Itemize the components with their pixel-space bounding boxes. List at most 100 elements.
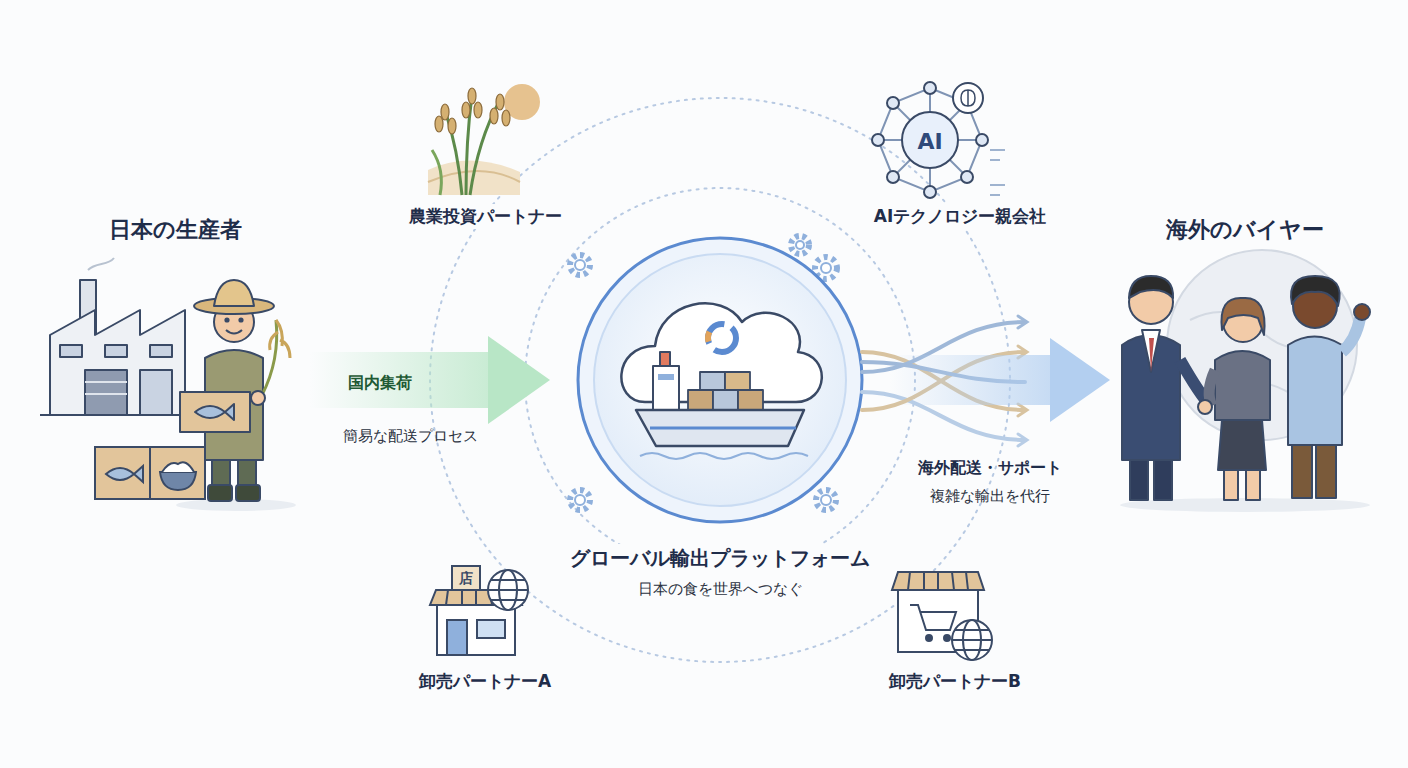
rice-icon (432, 150, 441, 195)
buyers-figures (1149, 338, 1154, 372)
factory-icon (85, 370, 127, 415)
farmer-figure (262, 320, 277, 395)
ai-network-icon (961, 90, 975, 106)
partner-node: 卸売パートナーB (860, 560, 1050, 700)
gear-icon (821, 263, 831, 273)
ai-network-icon (872, 82, 1005, 198)
cart-shop-icon (944, 635, 950, 641)
cart-shop-icon (908, 572, 968, 590)
shop-icon (437, 605, 515, 655)
ai-network-icon (990, 184, 1005, 186)
arrow-head (1050, 338, 1110, 422)
sign-text: 店 (459, 570, 473, 588)
shop-icon (491, 579, 525, 581)
buyers-figures (1154, 455, 1172, 500)
shop-icon (491, 599, 525, 601)
factory-icon (50, 310, 185, 415)
platform-node: グローバル輸出プラットフォーム日本の食を世界へつなぐ (550, 236, 890, 606)
arrow-shaft (890, 355, 1050, 405)
platform-hub (594, 254, 846, 506)
platform-hub (636, 410, 804, 446)
product-boxes (95, 447, 205, 499)
platform-hub (708, 324, 736, 352)
platform-hub (658, 374, 674, 380)
buyers-figures (1292, 440, 1312, 498)
farmer-figure (226, 330, 242, 334)
node-heading: AIテクノロジー親会社 (869, 204, 1051, 229)
gear-icon (816, 490, 836, 510)
gear-icon (575, 260, 585, 270)
rice-icon (428, 84, 540, 195)
buyers-figures (1198, 400, 1212, 414)
node-heading: 卸売パートナーA (414, 669, 556, 694)
buyer-node: 海外のバイヤー (1110, 210, 1380, 510)
node-heading: 卸売パートナーB (884, 669, 1026, 694)
arrow-shaft (310, 352, 488, 408)
icon-text: AI (917, 129, 942, 154)
process-note: 複雑な輸出を代行 (930, 487, 1050, 506)
shop-icon (452, 566, 480, 590)
rice-icon (496, 94, 504, 110)
shop-icon (488, 589, 528, 591)
buyers-figures (1288, 337, 1342, 446)
buyers-figures (1120, 250, 1370, 512)
ai-network-icon (990, 159, 1000, 161)
ai-network-icon (990, 194, 1000, 196)
platform-hub (578, 238, 862, 522)
node-subtitle: 日本の食を世界へつなぐ (633, 579, 808, 600)
platform-hub (660, 352, 670, 366)
gear-icon (570, 255, 590, 275)
cart-shop-icon (952, 620, 992, 660)
ai-network-icon (961, 171, 973, 183)
ai-network-icon (872, 134, 884, 146)
farmer-figure (225, 318, 228, 321)
buyers-figures (1354, 304, 1370, 320)
process-note: 簡易な配送プロセス (343, 427, 478, 446)
buyers-figures (1291, 276, 1340, 306)
platform-hub (708, 324, 736, 352)
rice-icon (502, 110, 510, 126)
factory-icon (40, 414, 200, 416)
ai-network-icon (990, 149, 1005, 151)
product-boxes (160, 472, 196, 490)
factory-icon (85, 381, 127, 383)
platform-hub (650, 427, 796, 430)
gear-icon (791, 236, 809, 254)
rice-icon (445, 110, 462, 195)
ai-network-icon (872, 82, 988, 198)
buyers-figures (1342, 318, 1360, 352)
farmer-figure (239, 318, 242, 321)
platform-hub (640, 453, 808, 459)
platform-hub (700, 372, 725, 390)
rice-icon (435, 116, 443, 132)
rice-icon (490, 108, 498, 124)
platform-hub (738, 390, 763, 410)
shop-icon (488, 570, 528, 610)
buyers-figures (1130, 455, 1148, 500)
factory-icon (60, 345, 82, 357)
gear-icon (575, 495, 585, 505)
export-streams (1018, 404, 1027, 416)
rice-icon (441, 104, 449, 120)
buyers-figures (1218, 420, 1266, 470)
edge-label: 海外配送・サポート (918, 458, 1062, 479)
platform-hub (713, 390, 738, 410)
buyers-figures (1129, 276, 1173, 298)
factory-icon (150, 345, 172, 357)
node-heading: 日本の生産者 (104, 214, 247, 246)
producer-node: 日本の生産者 (40, 210, 310, 510)
platform-hub (725, 372, 750, 390)
farmer-figure (208, 485, 232, 501)
rice-icon (448, 118, 456, 134)
gear-icon (816, 490, 836, 510)
rice-icon (470, 100, 500, 195)
edge-label: 国内集荷 (348, 373, 412, 394)
platform-hub (653, 366, 679, 410)
export-streams (1018, 316, 1027, 328)
buyers-figures (1122, 335, 1180, 460)
gear-icon (570, 490, 590, 510)
rice-icon (474, 102, 482, 118)
factory-icon (140, 370, 172, 415)
